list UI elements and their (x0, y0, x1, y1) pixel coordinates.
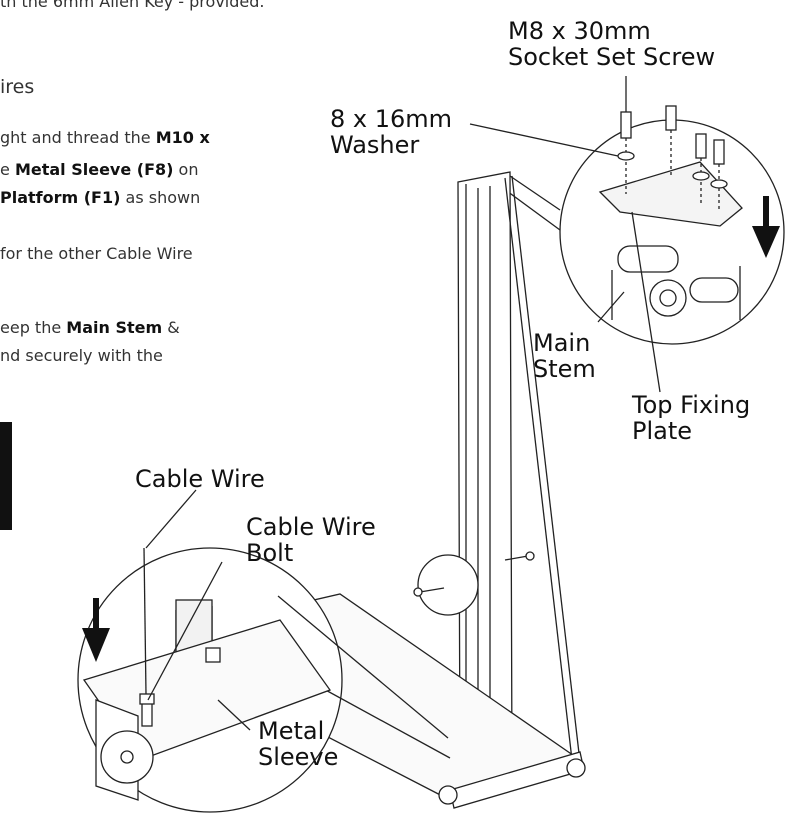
callout-line-top (509, 175, 561, 211)
leader-washer (469, 123, 619, 157)
instruction-para3-line1: eep the Main Stem & (0, 318, 180, 337)
leader-cable-wire (145, 489, 197, 549)
leader-cable-bolt (147, 561, 223, 701)
leader-top-plate (631, 211, 661, 393)
leader-main-stem (597, 291, 625, 323)
instruction-para2: for the other Cable Wire (0, 244, 193, 263)
side-tab-marker (0, 422, 12, 530)
instruction-heading-wires: ires (0, 76, 35, 98)
label-cable-wire: Cable Wire (135, 465, 265, 493)
instruction-para1-line3: Platform (F1) as shown (0, 188, 201, 207)
instruction-para1-line2: e Metal Sleeve (F8) on (0, 160, 199, 179)
callout-line-bottom (277, 595, 449, 739)
instruction-para3-line2: nd securely with the (0, 346, 163, 365)
leader-metal-sleeve (217, 699, 251, 731)
instruction-para1-line1: ght and thread the M10 x (0, 128, 210, 147)
instruction-line-allen-key: th the 6mm Allen Key - provided. (0, 0, 265, 11)
